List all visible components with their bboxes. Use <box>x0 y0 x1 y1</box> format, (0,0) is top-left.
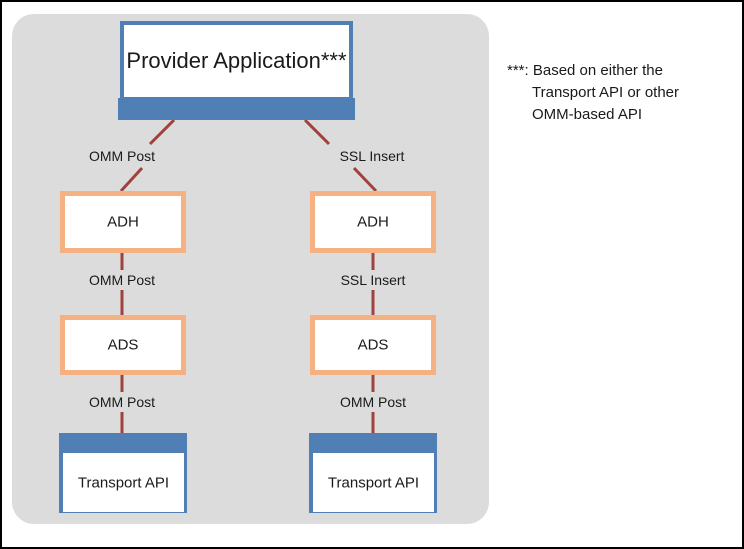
node-adh-left-label: ADH <box>107 213 139 231</box>
node-transport-api-right-label: Transport API <box>327 474 420 491</box>
node-adh-left[interactable]: ADH <box>60 191 186 253</box>
node-ads-left[interactable]: ADS <box>60 315 186 375</box>
edge-label-omm-post-2: OMM Post <box>88 272 156 288</box>
node-transport-api-right[interactable]: Transport API <box>309 433 437 513</box>
node-transport-api-left-label: Transport API <box>77 474 170 491</box>
edge-label-ssl-insert-1: SSL Insert <box>339 148 405 164</box>
footnote-line-2: Transport API or other <box>532 83 680 101</box>
edge-label-ssl-insert-2: SSL Insert <box>340 272 406 288</box>
node-ads-left-label: ADS <box>107 336 139 354</box>
provider-application-label: Provider Application*** <box>126 48 347 73</box>
node-transport-api-right-inner: Transport API <box>313 453 434 512</box>
node-ads-right[interactable]: ADS <box>310 315 436 375</box>
node-adh-right-label: ADH <box>357 213 389 231</box>
edge-label-omm-post-4: OMM Post <box>339 394 407 410</box>
footnote-line-1: ***: Based on either the <box>507 62 663 79</box>
footnote-annotation: ***: Based on either the Transport API o… <box>507 60 722 125</box>
provider-application-accent-bar <box>118 98 355 120</box>
node-transport-api-left[interactable]: Transport API <box>59 433 187 513</box>
footnote-line-3: OMM-based API <box>532 105 643 123</box>
edge-label-omm-post-3: OMM Post <box>88 394 156 410</box>
edge-label-omm-post-1: OMM Post <box>88 148 156 164</box>
node-ads-right-label: ADS <box>357 336 389 354</box>
provider-application-node[interactable]: Provider Application*** <box>120 21 353 101</box>
node-adh-right[interactable]: ADH <box>310 191 436 253</box>
node-transport-api-left-inner: Transport API <box>63 453 184 512</box>
